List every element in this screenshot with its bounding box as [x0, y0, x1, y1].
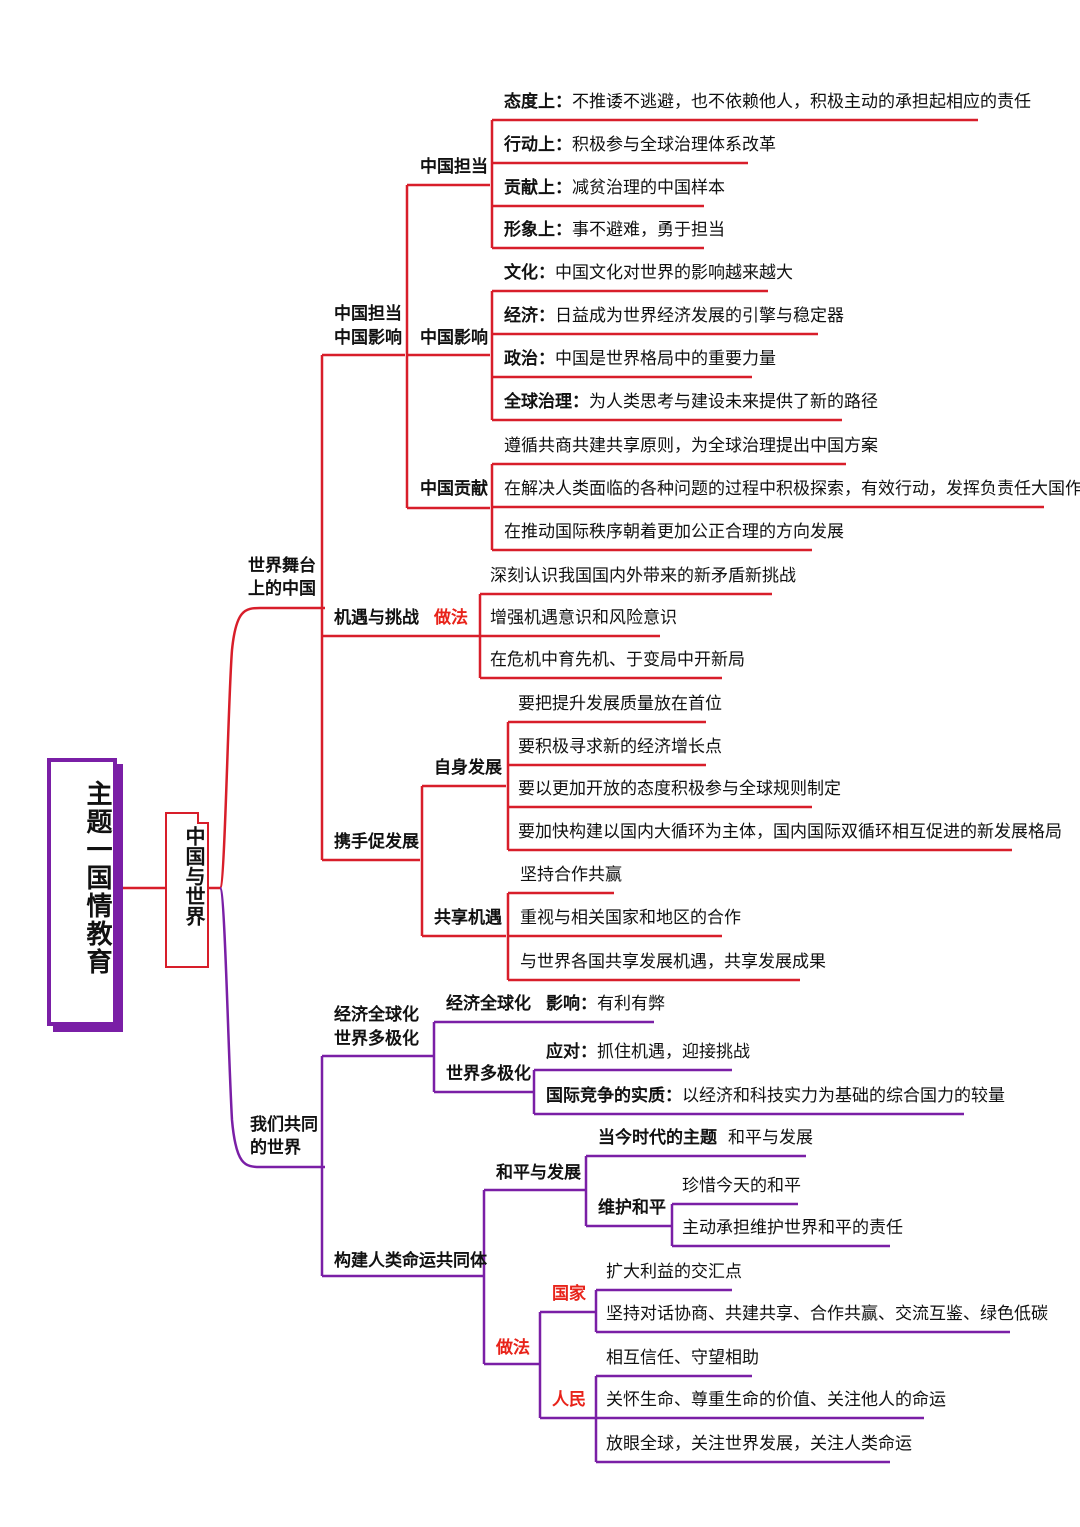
- leaf-peace-1: 珍惜今天的和平: [682, 1176, 801, 1196]
- leaf-multi-1: 应对：抓住机遇，迎接挑战: [546, 1042, 750, 1062]
- sub-connector-purple: [218, 886, 325, 1169]
- leaf-gongxiang-2: 重视与相关国家和地区的合作: [520, 908, 741, 928]
- leaf-renmin-3: 放眼全球，关注世界发展，关注人类命运: [606, 1434, 912, 1454]
- root-topic-title: 主题一国情教育: [82, 780, 112, 976]
- leaf-renmin-2: 关怀生命、尊重生命的价值、关注他人的命运: [606, 1390, 946, 1410]
- leaf-jiyu-2: 增强机遇意识和风险意识: [490, 608, 677, 628]
- leaf-danddang-3: 贡献上：减贫治理的中国样本: [504, 178, 725, 198]
- leaf-gongxian-3: 在推动国际秩序朝着更加公正合理的方向发展: [504, 522, 844, 542]
- node-multipolar: 世界多极化: [446, 1064, 531, 1084]
- node-community-zuofa: 做法: [496, 1338, 530, 1358]
- leaf-zishen-2: 要积极寻求新的经济增长点: [518, 737, 722, 757]
- leaf-zishen-4: 要加快构建以国内大循环为主体，国内国际双循环相互促进的新发展格局: [518, 822, 1062, 842]
- node-china-gongxian: 中国贡献: [420, 479, 488, 499]
- sub-topic-title: 中国与世界: [182, 826, 206, 926]
- node-maintain-peace: 维护和平: [598, 1198, 666, 1218]
- leaf-zishen-3: 要以更加开放的态度积极参与全球规则制定: [518, 779, 841, 799]
- sub-topic-fold-corner: [197, 812, 209, 824]
- node-china-danddang: 中国担当: [420, 157, 488, 177]
- leaf-danddang-1: 态度上：不推诿不逃避，也不依赖他人，积极主动的承担起相应的责任: [504, 92, 1031, 112]
- leaf-multi-2: 国际竞争的实质：以经济和科技实力为基础的综合国力的较量: [546, 1086, 1005, 1106]
- leaf-guojia-1: 扩大利益的交汇点: [606, 1262, 742, 1282]
- leaf-yingxiang-3: 政治：中国是世界格局中的重要力量: [504, 349, 776, 369]
- leaf-jiyu-1: 深刻认识我国国内外带来的新矛盾新挑战: [490, 566, 796, 586]
- branch-world-stage: 世界舞台 上的中国: [248, 556, 316, 599]
- leaf-danddang-4: 形象上：事不避难，勇于担当: [504, 220, 725, 240]
- leaf-gongxiang-3: 与世界各国共享发展机遇，共享发展成果: [520, 952, 826, 972]
- leaf-zishen-1: 要把提升发展质量放在首位: [518, 694, 722, 714]
- node-era-theme: 当今时代的主题: [598, 1128, 717, 1148]
- node-peace-development: 和平与发展: [496, 1163, 581, 1183]
- root-topic-box: 主题一国情教育: [47, 758, 117, 1026]
- leaf-yingxiang-4: 全球治理：为人类思考与建设未来提供了新的路径: [504, 392, 878, 412]
- node-guojia: 国家: [552, 1284, 586, 1304]
- sub-connector-red: [207, 606, 325, 890]
- leaf-gongxian-1: 遵循共商共建共享原则，为全球治理提出中国方案: [504, 436, 878, 456]
- leaf-gongxian-2: 在解决人类面临的各种问题的过程中积极探索，有效行动，发挥负责任大国作用: [504, 479, 1080, 499]
- node-globalization: 经济全球化 世界多极化: [334, 1005, 419, 1049]
- node-zishen: 自身发展: [434, 758, 502, 778]
- node-econ-globalization: 经济全球化: [446, 994, 531, 1014]
- branch-common-world: 我们共同 的世界: [250, 1115, 318, 1158]
- node-jiyu-zuofa: 做法: [434, 608, 468, 628]
- node-china-role-influence: 中国担当 中国影响: [334, 304, 402, 348]
- leaf-econ-impact: 影响：有利有弊: [546, 994, 665, 1014]
- leaf-yingxiang-1: 文化：中国文化对世界的影响越来越大: [504, 263, 793, 283]
- leaf-peace-2: 主动承担维护世界和平的责任: [682, 1218, 903, 1238]
- node-joint-development: 携手促发展: [334, 832, 419, 852]
- leaf-yingxiang-2: 经济：日益成为世界经济发展的引擎与稳定器: [504, 306, 844, 326]
- sub-topic-box: 中国与世界: [165, 812, 209, 968]
- leaf-jiyu-3: 在危机中育先机、于变局中开新局: [490, 650, 745, 670]
- node-community: 构建人类命运共同体: [334, 1251, 487, 1271]
- leaf-renmin-1: 相互信任、守望相助: [606, 1348, 759, 1368]
- leaf-gongxiang-1: 坚持合作共赢: [520, 865, 622, 885]
- leaf-era-theme: 和平与发展: [728, 1128, 813, 1148]
- node-china-yingxiang: 中国影响: [420, 328, 488, 348]
- node-renmin: 人民: [552, 1390, 586, 1410]
- leaf-danddang-2: 行动上：积极参与全球治理体系改革: [504, 135, 776, 155]
- node-opportunity-challenge: 机遇与挑战: [334, 608, 419, 628]
- node-gongxiang: 共享机遇: [434, 908, 502, 928]
- leaf-guojia-2: 坚持对话协商、共建共享、合作共赢、交流互鉴、绿色低碳: [606, 1304, 1048, 1324]
